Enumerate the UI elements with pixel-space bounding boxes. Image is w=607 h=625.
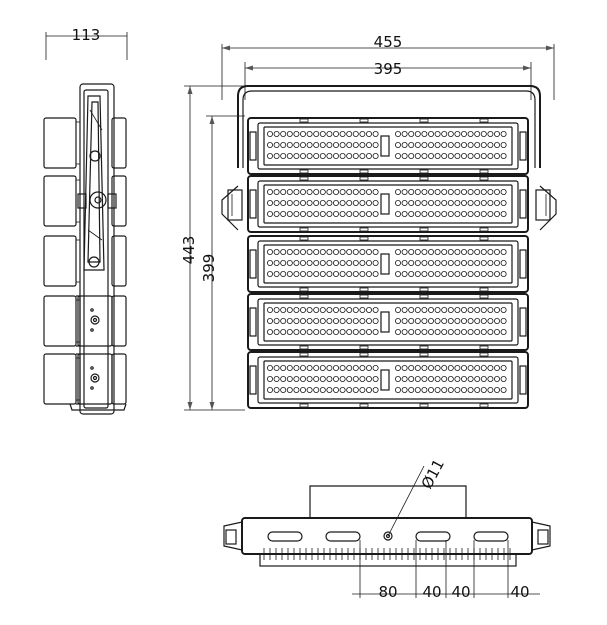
side-view: 113 bbox=[43, 26, 128, 415]
front-inner-height-label: 399 bbox=[200, 254, 218, 283]
led-module bbox=[247, 293, 529, 351]
side-module-housing bbox=[43, 353, 77, 405]
bottom-dim-40-c: 40 bbox=[510, 583, 529, 601]
bottom-view: Ø11 80 40 40 40 bbox=[223, 456, 551, 601]
bottom-dim-40-b: 40 bbox=[451, 583, 470, 601]
led-module bbox=[247, 117, 529, 175]
front-inner-width-label: 395 bbox=[374, 60, 403, 78]
side-module-housing bbox=[43, 117, 77, 169]
front-view: 455 395 443 399 bbox=[180, 33, 557, 411]
side-module-housing bbox=[43, 235, 77, 287]
side-module-housing bbox=[43, 295, 77, 347]
led-module bbox=[247, 175, 529, 233]
led-module bbox=[247, 351, 529, 409]
front-overall-height-label: 443 bbox=[180, 236, 198, 265]
side-width-label: 113 bbox=[72, 26, 101, 44]
side-module-housing bbox=[43, 175, 77, 227]
front-overall-width-label: 455 bbox=[374, 33, 403, 51]
led-module bbox=[247, 235, 529, 293]
bottom-dim-40-a: 40 bbox=[422, 583, 441, 601]
bottom-dim-80: 80 bbox=[378, 583, 397, 601]
